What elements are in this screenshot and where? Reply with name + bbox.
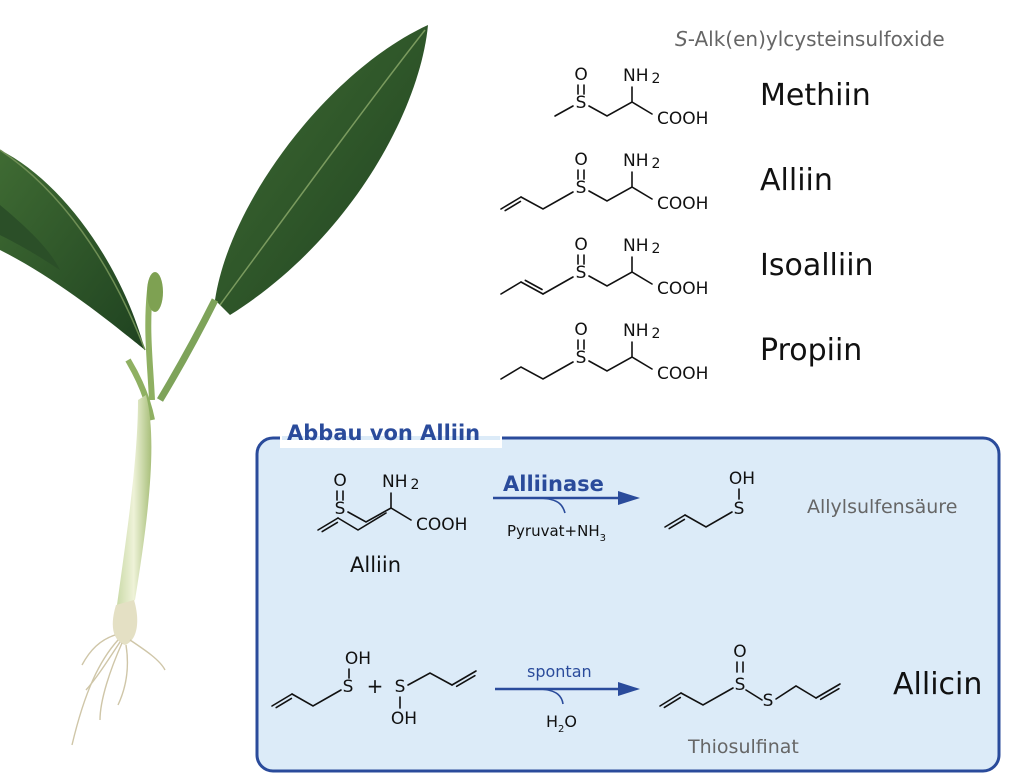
bond (745, 689, 763, 701)
bond (775, 685, 817, 700)
oxygen-atom: O (333, 471, 346, 491)
bond (321, 521, 339, 533)
bond (542, 276, 574, 295)
carboxyl-group: COOH (657, 364, 708, 384)
sulfur-atom: S (576, 263, 587, 283)
bond (684, 511, 733, 528)
allylsulfenic-acid-structure: S OH (271, 649, 371, 709)
hydroxyl-group: OH (345, 649, 371, 669)
bond (455, 674, 476, 688)
hydroxyl-group: OH (391, 709, 417, 729)
compound-name: Propiin (760, 333, 862, 368)
allicin-structure: SOS (659, 642, 841, 711)
sulfur-atom: S (734, 499, 745, 519)
alliinase-arrow (493, 491, 640, 514)
bond (588, 186, 653, 202)
sulfur-atom: S (576, 93, 587, 113)
degradation-box (255, 436, 1001, 773)
bond (659, 692, 682, 707)
box-title: Abbau von Alliin (287, 421, 480, 445)
plus-sign: + (367, 674, 384, 698)
sulfur-atom: S (395, 677, 406, 697)
carboxyl-group: COOH (416, 515, 467, 535)
oxygen-atom: O (574, 65, 587, 85)
carboxyl-group: COOH (657, 109, 708, 129)
compound-name: Isoalliin (760, 248, 874, 283)
allylsulfenic-acid-structure: S OH (664, 469, 755, 530)
bond (663, 696, 682, 709)
bond (407, 672, 453, 686)
bond (815, 683, 841, 699)
compound-name: Methiin (760, 78, 871, 113)
carboxyl-group: COOH (657, 279, 708, 299)
product-name-2: Allicin (893, 667, 982, 702)
sulfur-atom: S (343, 677, 354, 697)
bond (500, 361, 574, 380)
bond (504, 200, 522, 212)
spontaneous-arrow (495, 682, 640, 705)
bond (588, 356, 653, 372)
enzyme-label: Alliinase (503, 472, 604, 496)
bond (275, 697, 293, 709)
sulfur-atom: S (335, 499, 346, 519)
sulfur-atom: S (735, 675, 746, 695)
bond (291, 689, 342, 707)
bond (347, 507, 412, 523)
bond (588, 271, 653, 287)
allylsulfenic-acid-structure: S OH (391, 670, 477, 729)
bond (524, 279, 543, 291)
garlic-seedling-image (0, 25, 428, 746)
byproduct-label-1: Pyruvat+NH3 (507, 522, 606, 544)
compound-name: Alliin (760, 163, 833, 198)
compound-class-title: S-Alk(en)ylcysteinsulfoxide (675, 27, 945, 51)
byproduct-label-2: H2O (546, 712, 577, 735)
product-name-1: Allylsulfensäure (807, 496, 957, 518)
hydroxyl-group: OH (729, 469, 755, 489)
oxygen-atom: O (733, 642, 746, 662)
bond (520, 191, 574, 210)
bond (317, 517, 339, 531)
oxygen-atom: O (574, 320, 587, 340)
sulfur-atom: S (576, 348, 587, 368)
bond (664, 514, 686, 528)
bond (271, 693, 293, 707)
bond (554, 105, 574, 117)
bond (500, 196, 522, 210)
bond (451, 670, 477, 686)
carboxyl-group: COOH (657, 194, 708, 214)
bond (668, 518, 686, 530)
bond (520, 281, 544, 295)
bond (588, 101, 653, 117)
product-class-label: Thiosulfinat (687, 736, 799, 758)
condition-label: spontan (527, 662, 592, 681)
oxygen-atom: O (574, 150, 587, 170)
bond (337, 512, 387, 531)
bond (680, 687, 734, 706)
sulfur-atom: S (576, 178, 587, 198)
bond (819, 687, 840, 701)
oxygen-atom: O (574, 235, 587, 255)
bond (500, 281, 522, 295)
substrate-name: Alliin (350, 553, 401, 577)
sulfur-atom: S (763, 691, 774, 711)
